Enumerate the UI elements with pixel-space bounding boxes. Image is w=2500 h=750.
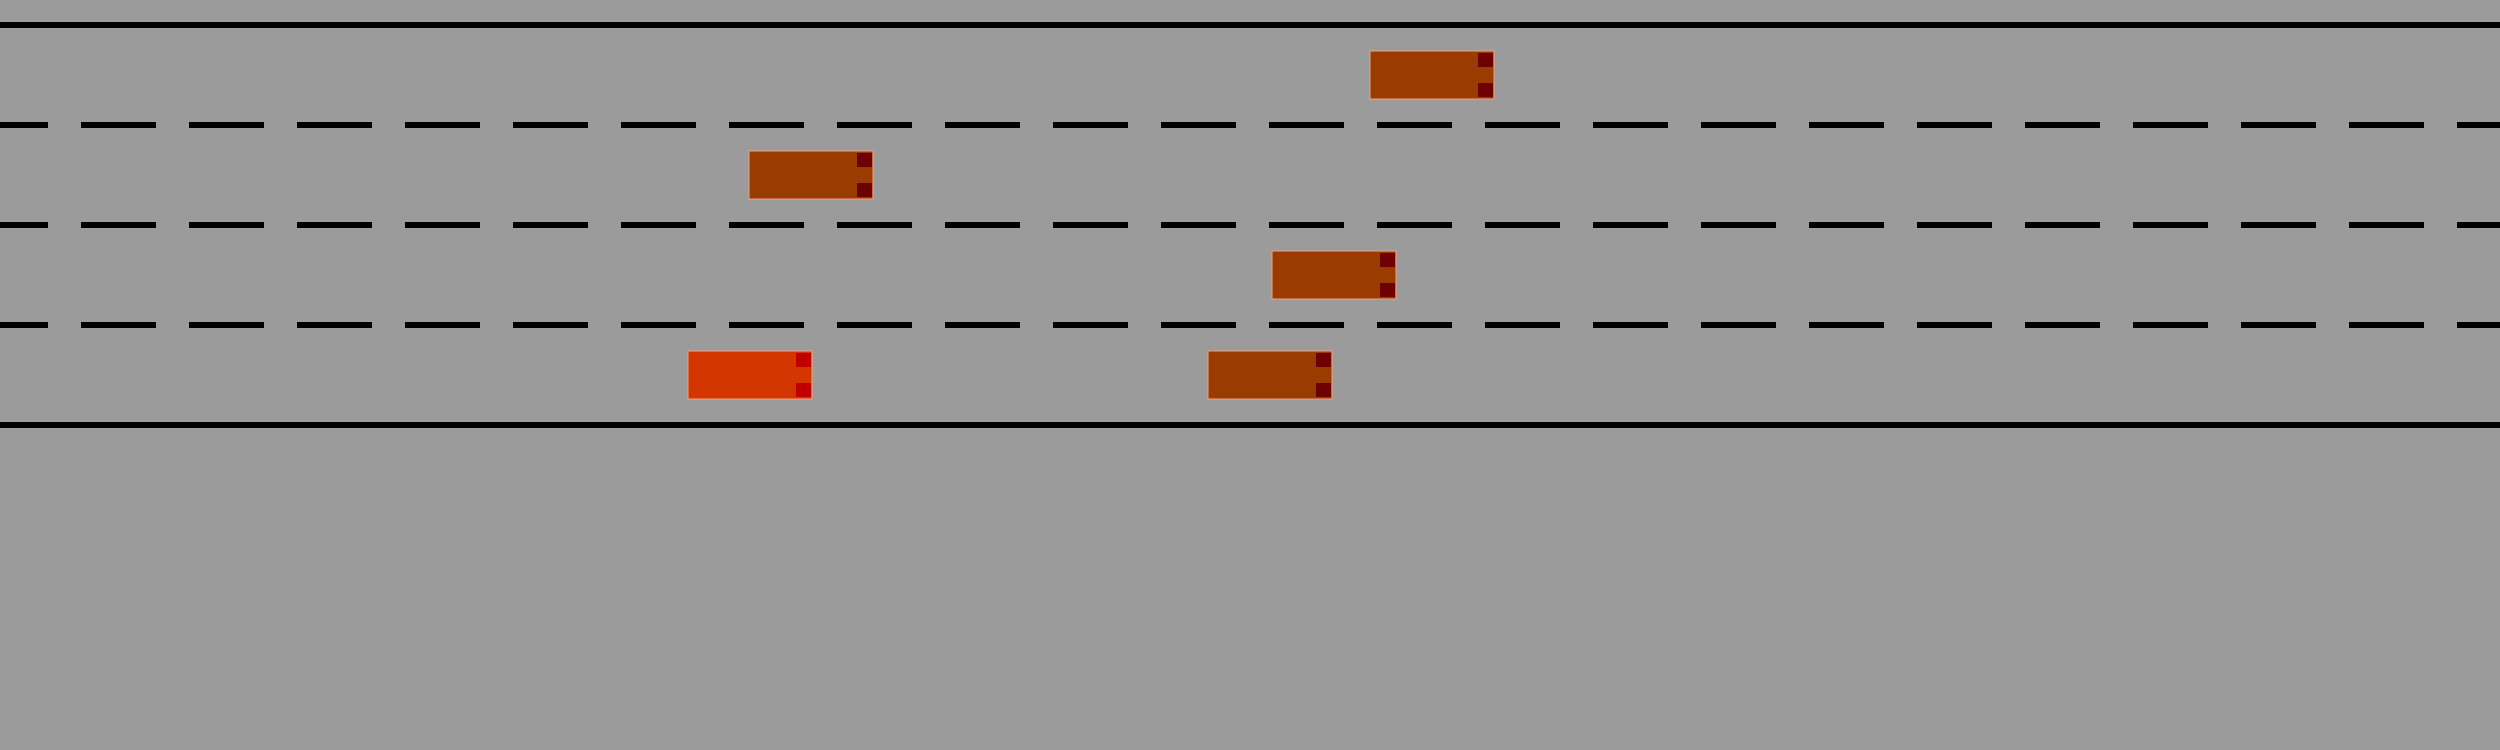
vehicle-body: [748, 150, 874, 200]
vehicle-light-left: [1316, 353, 1331, 367]
npc-vehicle: [1369, 50, 1495, 100]
vehicles: [687, 50, 1495, 400]
ego-vehicle: [687, 350, 813, 400]
vehicle-body: [687, 350, 813, 400]
npc-vehicle: [1207, 350, 1333, 400]
vehicle-light-right: [796, 383, 811, 397]
vehicle-light-right: [1380, 283, 1395, 297]
vehicle-body: [1207, 350, 1333, 400]
lane-markings: [0, 22, 2500, 428]
vehicle-light-left: [1380, 253, 1395, 267]
vehicle-light-right: [1316, 383, 1331, 397]
npc-vehicle: [748, 150, 874, 200]
vehicle-light-left: [1478, 53, 1493, 67]
vehicle-light-right: [1478, 83, 1493, 97]
vehicle-light-left: [796, 353, 811, 367]
vehicle-light-left: [857, 153, 872, 167]
vehicle-light-right: [857, 183, 872, 197]
npc-vehicle: [1271, 250, 1397, 300]
vehicle-body: [1271, 250, 1397, 300]
vehicle-body: [1369, 50, 1495, 100]
